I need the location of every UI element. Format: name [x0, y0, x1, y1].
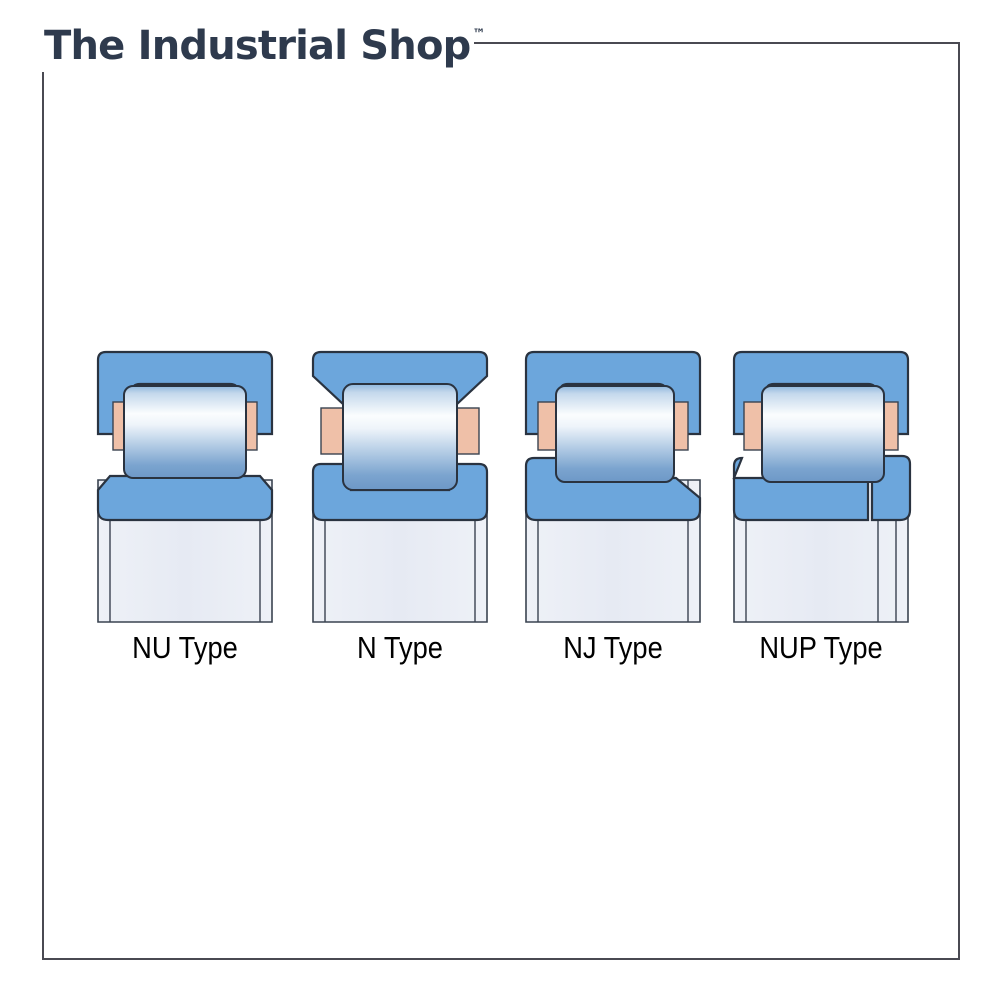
n-cage-left [320, 407, 344, 455]
nu-inner-ring [96, 474, 274, 522]
bearing-diagram-n: N Type [295, 330, 505, 700]
nj-outer-ring [524, 350, 702, 436]
frame-border-top [474, 42, 960, 44]
frame-border-right [958, 42, 960, 960]
bearing-diagram-nj: NJ Type [508, 330, 718, 700]
bearing-label-n: N Type [357, 630, 443, 665]
nup-outer-ring [732, 350, 910, 436]
n-inner-ring [311, 462, 489, 522]
nu-roller [123, 385, 247, 479]
bearing-label-nup: NUP Type [759, 630, 883, 665]
bearing-types-figure: NU Type N Type [80, 330, 940, 700]
n-roller [342, 383, 458, 491]
nj-roller [555, 385, 675, 483]
frame-border-left [42, 72, 44, 960]
n-cross-section-svg [311, 350, 489, 623]
nj-inner-ring [524, 456, 702, 522]
bearing-label-nu: NU Type [132, 630, 238, 665]
nu-outer-ring [96, 350, 274, 436]
brand-name: The Industrial Shop [44, 23, 471, 69]
bearing-diagram-nu: NU Type [80, 330, 290, 700]
nj-cross-section-svg [524, 350, 702, 623]
brand-logo: The Industrial Shop ™ [44, 26, 485, 66]
frame-border-bottom [42, 958, 960, 960]
nup-roller [761, 385, 885, 483]
n-cage-right [456, 407, 480, 455]
bearing-label-nj: NJ Type [563, 630, 663, 665]
nu-cross-section-svg [96, 350, 274, 623]
bearing-diagram-nup: NUP Type [716, 330, 926, 700]
nup-cross-section-svg [732, 350, 912, 623]
trademark-symbol: ™ [472, 27, 486, 42]
